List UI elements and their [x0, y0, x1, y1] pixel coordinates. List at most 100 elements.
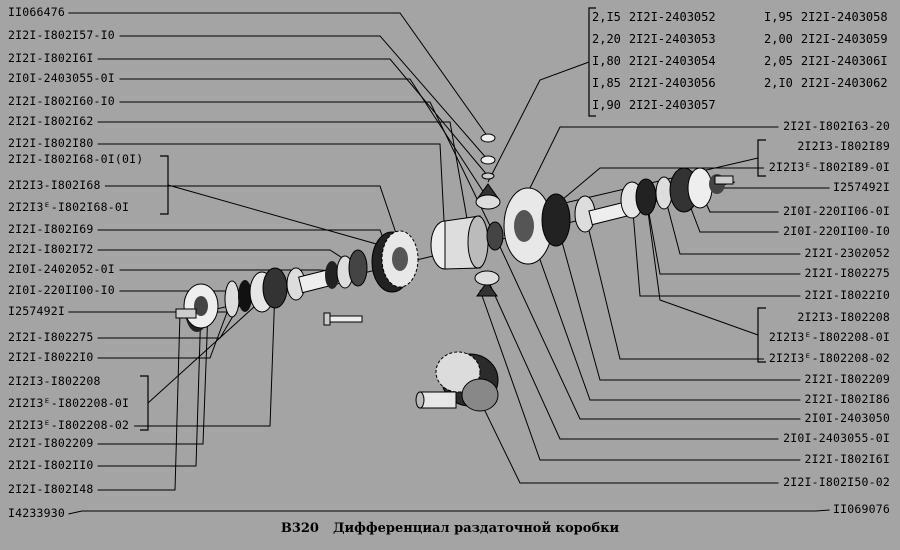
- leader-line: [479, 289, 801, 461]
- bolt: [323, 312, 363, 326]
- washer-thickness: 2,05: [764, 54, 793, 68]
- leader-line: [97, 143, 446, 241]
- washer-thickness: 2,I5: [592, 10, 621, 24]
- leader-line: [119, 35, 489, 161]
- callout-label-left: 2I2I-I802I57-I0: [8, 28, 115, 42]
- callout-label-right: 2I2I-I802I63-20: [783, 119, 890, 133]
- callout-label-right: 2I2I-I802275: [804, 266, 890, 280]
- washer-thickness: I,95: [764, 10, 793, 24]
- leader-line: [68, 510, 83, 515]
- callout-label-right: I257492I: [833, 180, 890, 194]
- leader-line: [527, 126, 779, 193]
- left-spur-gear: [371, 230, 419, 293]
- leader-line: [119, 78, 491, 203]
- washer-thickness: I,90: [592, 98, 621, 112]
- callout-label-right: 2I2I3-I802I89: [797, 139, 890, 153]
- washer-thickness: 2,20: [592, 32, 621, 46]
- callout-label-left: I257492I: [8, 304, 65, 318]
- washer-part-number: 2I2I-2403059: [800, 32, 888, 46]
- callout-label-left: II066476: [8, 5, 65, 19]
- leader-line: [134, 287, 276, 427]
- callout-label-left: 2I2I-I802I68-0I(0I): [8, 152, 144, 166]
- callout-label-right: 2I0I-2403055-0I: [783, 431, 890, 445]
- leader-line: [119, 101, 496, 237]
- washer-part-number: 2I2I-2403053: [628, 32, 716, 46]
- washer-part-number: 2I2I-2403052: [628, 10, 716, 24]
- leader-line: [97, 309, 209, 445]
- differential-case: [430, 215, 489, 270]
- washer-table-row: 2,05 2I2I-240306I: [764, 54, 888, 68]
- washer-part-number: 2I2I-2403057: [628, 98, 716, 112]
- callout-label-left: 2I2I3-I802I68: [8, 178, 101, 192]
- callout-label-left: 2I0I-220II00-I0: [8, 283, 115, 297]
- leader-line: [487, 61, 590, 183]
- leader-line: [167, 184, 381, 246]
- leader-line: [815, 509, 830, 512]
- leader-line: [486, 277, 779, 440]
- callout-label-left: 2I0I-2403055-0I: [8, 71, 115, 85]
- washer-thickness: I,80: [592, 54, 621, 68]
- callout-label-left: 2I2I-I802I6I: [8, 51, 94, 65]
- left-bearing-stack: [224, 249, 368, 318]
- callout-label-left: 2I2I-I802275: [8, 330, 94, 344]
- right-bearing-stack: [620, 167, 734, 219]
- leader-line: [645, 196, 801, 275]
- washer-table-row: 2,00 2I2I-2403059: [764, 32, 888, 46]
- washer-thickness: 2,I0: [764, 76, 793, 90]
- callout-label-right: 2I2I3ᴱ-I802208-02: [768, 351, 890, 365]
- callout-label-left: 2I2I3ᴱ-I802I68-0I: [8, 200, 130, 214]
- assembled-differential: [415, 351, 499, 412]
- callout-label-left: 2I2I3ᴱ-I802208-02: [8, 418, 130, 432]
- leader-line: [663, 192, 801, 255]
- leader-line: [104, 185, 401, 246]
- callout-label-right: 2I2I3-I802208: [797, 310, 890, 324]
- leader-line: [555, 167, 764, 206]
- leader-line: [97, 58, 489, 177]
- leader-line: [68, 12, 489, 138]
- callout-label-right: II069076: [833, 502, 890, 516]
- leader-line: [555, 157, 759, 206]
- callout-label-left: 2I2I-I802I80: [8, 136, 94, 150]
- leader-line: [645, 196, 759, 336]
- callout-label-left: I4233930: [8, 506, 65, 520]
- leader-line: [97, 305, 202, 467]
- leader-line: [469, 379, 779, 484]
- leader-line: [97, 295, 246, 339]
- washer-part-number: 2I2I-2403058: [800, 10, 888, 24]
- callout-label-right: 2I2I3ᴱ-I802208-0I: [768, 330, 890, 344]
- washer-thickness: I,85: [592, 76, 621, 90]
- callout-label-left: 2I2I3-I802208: [8, 374, 101, 388]
- callout-label-right: 2I2I-I8022I0: [804, 288, 890, 302]
- washer-table-row: I,90 2I2I-2403057: [592, 98, 716, 112]
- callout-label-left: 2I2I-I802I72: [8, 242, 94, 256]
- leader-line: [97, 249, 359, 269]
- washer-part-number: 2I2I-2403062: [800, 76, 888, 90]
- callout-label-left: 2I0I-2402052-0I: [8, 262, 115, 276]
- washer-part-number: 2I2I-240306I: [800, 54, 888, 68]
- washer-table-row: I,85 2I2I-2403056: [592, 76, 716, 90]
- label-brackets: [140, 7, 766, 431]
- callout-label-left: 2I2I-I802I69: [8, 222, 94, 236]
- leader-line: [97, 298, 233, 359]
- callout-label-left: 2I2I-I802I62: [8, 114, 94, 128]
- leader-line: [716, 183, 830, 189]
- leader-line: [631, 199, 801, 297]
- washer-table-row: I,95 2I2I-2403058: [764, 10, 888, 24]
- leader-line: [97, 312, 181, 491]
- callout-label-left: 2I2I-I802II0: [8, 458, 94, 472]
- figure-title: Дифференциал раздаточной коробки: [332, 521, 620, 536]
- callout-label-right: 2I2I-2302052: [804, 246, 890, 260]
- callout-label-left: 2I2I-I802I48: [8, 482, 94, 496]
- washer-table-row: 2,20 2I2I-2403053: [592, 32, 716, 46]
- callout-label-right: 2I0I-220II00-I0: [783, 224, 890, 238]
- washer-table-row: 2,I0 2I2I-2403062: [764, 76, 888, 90]
- washer-part-number: 2I2I-2403056: [628, 76, 716, 90]
- leader-line: [119, 269, 346, 273]
- callout-label-left: 2I2I-I8022I0: [8, 350, 94, 364]
- callout-label-left: 2I2I-I802209: [8, 436, 94, 450]
- leader-line: [494, 235, 801, 420]
- washer-thickness: 2,00: [764, 32, 793, 46]
